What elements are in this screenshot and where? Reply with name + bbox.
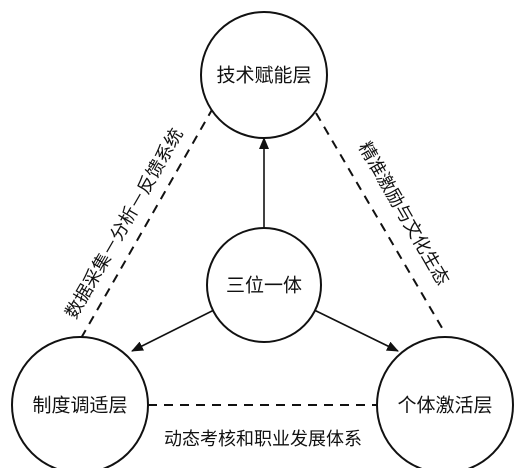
node-left-circle bbox=[11, 336, 149, 468]
node-center-label: 三位一体 bbox=[226, 275, 302, 297]
node-left: 制度调适层 bbox=[11, 336, 149, 468]
node-top: 技术赋能层 bbox=[200, 11, 328, 139]
edge-top-right-dashed bbox=[315, 112, 446, 334]
edge-label-top-right: 精准激励与文化生态 bbox=[354, 138, 453, 289]
node-top-circle bbox=[200, 11, 328, 139]
edge-label-left-right: 动态考核和职业发展体系 bbox=[164, 429, 362, 450]
node-center-circle bbox=[206, 227, 322, 343]
edge-top-left-dashed bbox=[79, 107, 214, 341]
node-right-circle bbox=[376, 336, 514, 468]
arrow-center-to-left bbox=[131, 305, 223, 352]
node-right-label: 个体激活层 bbox=[397, 395, 492, 417]
node-top-label: 技术赋能层 bbox=[216, 65, 311, 87]
node-center: 三位一体 bbox=[206, 227, 322, 343]
edge-label-top-left: 数据采集－分析－反馈系统 bbox=[61, 125, 187, 323]
node-left-label: 制度调适层 bbox=[32, 395, 127, 417]
arrow-center-to-right bbox=[305, 305, 399, 352]
node-right: 个体激活层 bbox=[376, 336, 514, 468]
